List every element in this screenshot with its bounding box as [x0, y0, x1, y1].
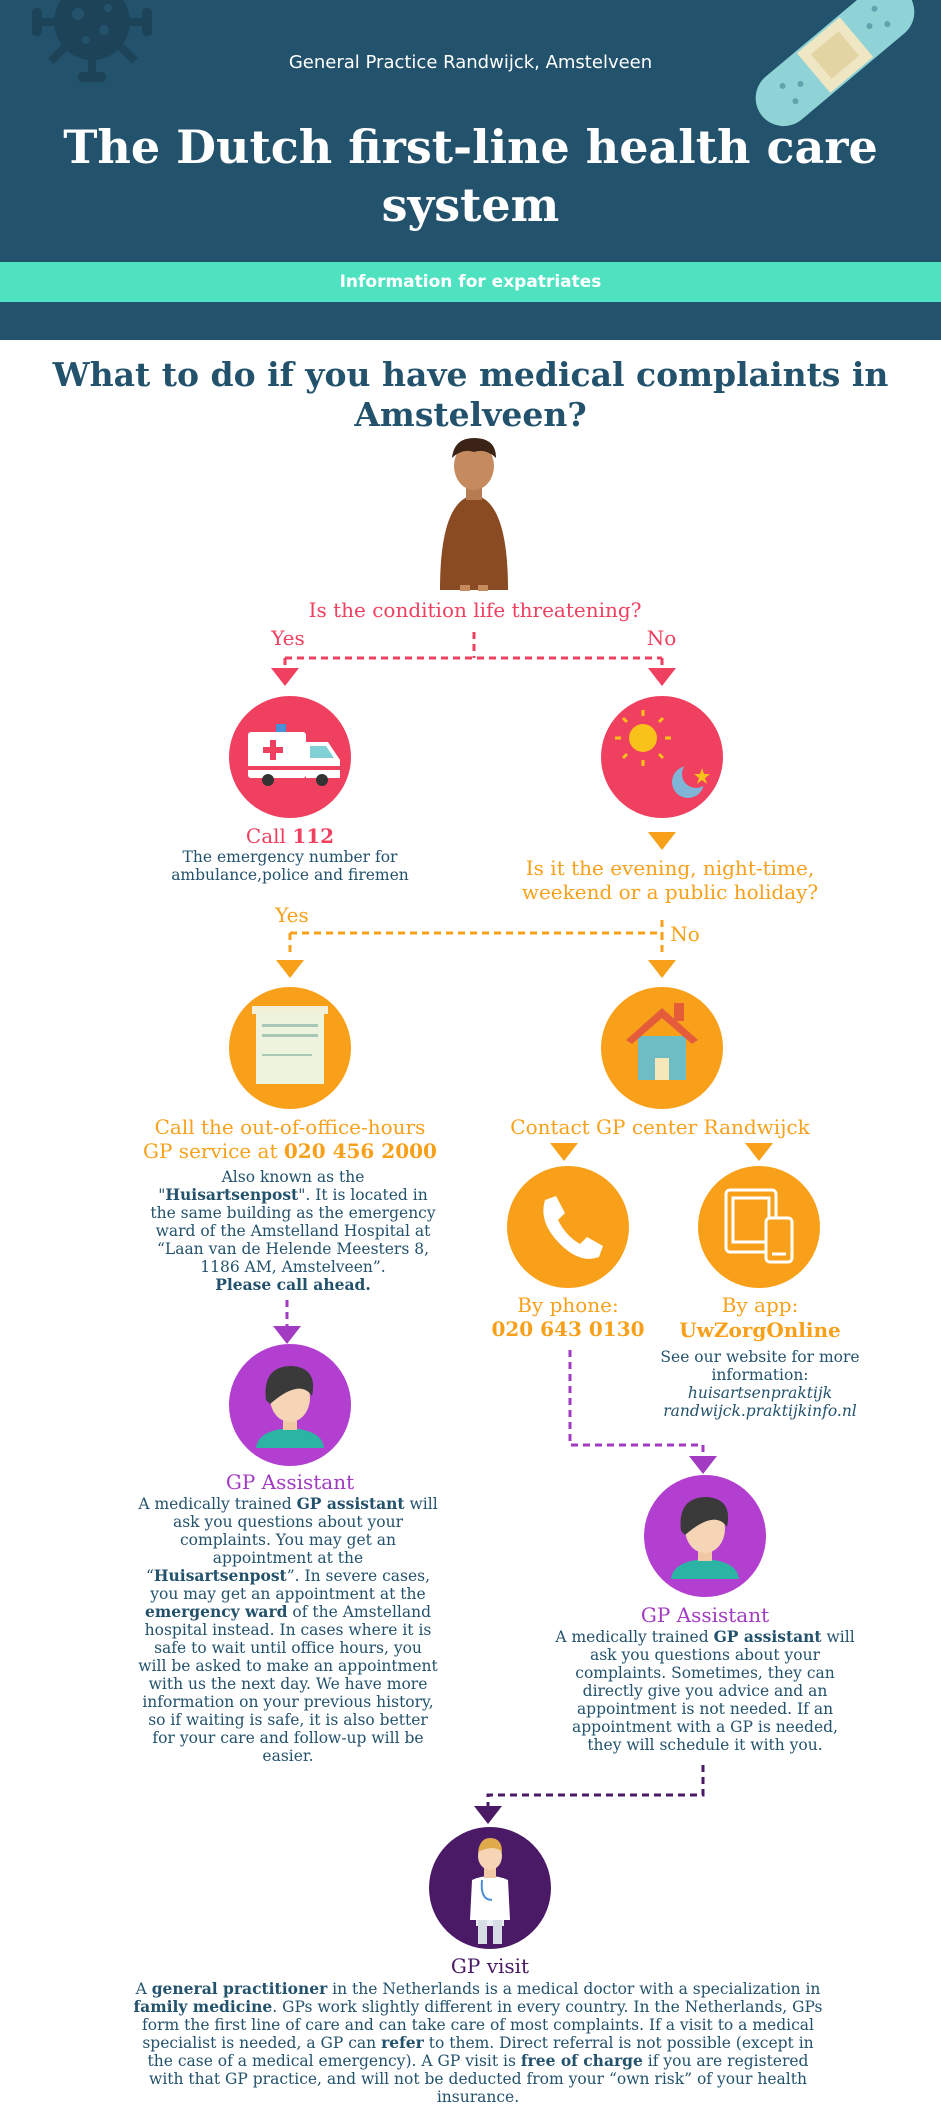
gp-phone-number[interactable]: 020 643 0130 — [491, 1317, 645, 1341]
ooh-desc-c: ". It is located in the same building as… — [150, 1186, 436, 1276]
gv-t4b: free of charge — [520, 2051, 643, 2070]
arrowheads — [271, 668, 773, 1824]
practice-name: General Practice Randwijck, Amstelveen — [288, 52, 653, 73]
gv-t2b: family medicine — [133, 1997, 273, 2016]
ribbon-text: Information for expatriates — [339, 272, 602, 292]
al-p1b: GP assistant — [296, 1494, 405, 1513]
bandage-icon — [755, 0, 915, 127]
ooh-title: Call the out-of-office-hours GP service … — [110, 1115, 470, 1163]
phone-label: By phone: — [517, 1293, 619, 1317]
call-label-prefix: Call — [245, 824, 293, 848]
call-112-label: Call 112 — [190, 824, 390, 848]
ooh-desc-a: Also known as the " — [158, 1168, 365, 1204]
gv-t1b: general practitioner — [151, 1979, 328, 1998]
contact-gp-title: Contact GP center Randwijck — [510, 1115, 810, 1139]
call-112-description: The emergency number for ambulance,polic… — [171, 848, 409, 884]
assistant-icon — [671, 1497, 739, 1579]
ooh-title-line1: Call the out-of-office-hours — [154, 1115, 426, 1139]
q1-no-label: No — [646, 626, 677, 650]
gv-t1: A — [135, 1980, 152, 1998]
al-p3b: emergency ward — [144, 1602, 288, 1621]
person-icon — [440, 438, 508, 591]
house-icon — [626, 1003, 698, 1080]
al-p2b: Huisartsenpost — [153, 1566, 287, 1585]
section-title: What to do if you have medical complaint… — [52, 355, 889, 434]
assistant-right-title: GP Assistant — [640, 1603, 770, 1627]
al-p2: will ask you questions about your compla… — [145, 1495, 438, 1585]
question-life-threatening: Is the condition life threatening? — [308, 598, 642, 622]
ooh-desc-d: Please call ahead. — [215, 1275, 371, 1294]
gv-t3: . GPs work slightly different in every c… — [142, 1998, 823, 2052]
ooh-desc-b: Huisartsenpost — [165, 1185, 299, 1204]
ooh-title-line2: GP service at 020 456 2000 — [110, 1139, 470, 1163]
ar-p1: A medically trained — [555, 1628, 714, 1646]
ooh-prefix: GP service at — [143, 1139, 284, 1163]
gv-t3b: refer — [381, 2033, 424, 2052]
assistant-left-text: A medically trained GP assistant will as… — [138, 1494, 438, 1766]
ambulance-icon — [248, 724, 340, 786]
gp-visit-text: A general practitioner in the Netherland… — [128, 1980, 828, 2106]
ooh-phone-number: 020 456 2000 — [283, 1139, 437, 1163]
gv-t4: to them. Direct referral is not possible… — [147, 2034, 814, 2070]
app-label: By app: — [721, 1293, 799, 1317]
q2-no-label: No — [670, 922, 700, 946]
phone-circle — [507, 1166, 629, 1288]
al-p3: ”. In severe cases, you may get an appoi… — [150, 1567, 431, 1603]
website-line2: randwijck.praktijkinfo.nl — [663, 1402, 857, 1420]
assistant-right-text: A medically trained GP assistant will as… — [555, 1627, 855, 1755]
q1-yes-label: Yes — [271, 626, 305, 650]
ar-p2: will ask you questions about your compla… — [572, 1628, 855, 1754]
question-out-of-hours: Is it the evening, night-time, weekend o… — [521, 856, 819, 904]
gp-visit-title: GP visit — [450, 1954, 530, 1978]
virus-icon — [32, 0, 152, 82]
assistant-left-title: GP Assistant — [225, 1470, 355, 1494]
al-p1: A medically trained — [138, 1495, 297, 1513]
doctor-icon — [470, 1838, 510, 1944]
ar-p1b: GP assistant — [713, 1627, 822, 1646]
app-description: See our website for more information: — [660, 1348, 860, 1384]
q2-yes-label: Yes — [275, 903, 309, 927]
page-title: The Dutch first-line health care system — [63, 120, 878, 232]
al-p4: of the Amstelland hospital instead. In c… — [138, 1603, 438, 1765]
sun-moon-icon — [615, 710, 710, 798]
phone-icon — [543, 1196, 603, 1259]
website-line1: huisartsenpraktijk — [687, 1384, 833, 1402]
gv-t2: in the Netherlands is a medical doctor w… — [327, 1980, 821, 1998]
assistant-icon — [256, 1366, 324, 1448]
ooh-description: Also known as the "Huisartsenpost". It i… — [148, 1168, 438, 1294]
ribbon — [0, 262, 941, 302]
connectors — [283, 632, 705, 1810]
website-link[interactable]: huisartsenpraktijk randwijck.praktijkinf… — [640, 1384, 880, 1420]
header-decorations — [32, 0, 915, 127]
tablet-circle — [698, 1166, 820, 1288]
building-icon — [252, 1006, 328, 1084]
emergency-number: 112 — [292, 824, 335, 848]
app-name[interactable]: UwZorgOnline — [679, 1318, 841, 1342]
tablet-phone-icon — [724, 1188, 794, 1264]
